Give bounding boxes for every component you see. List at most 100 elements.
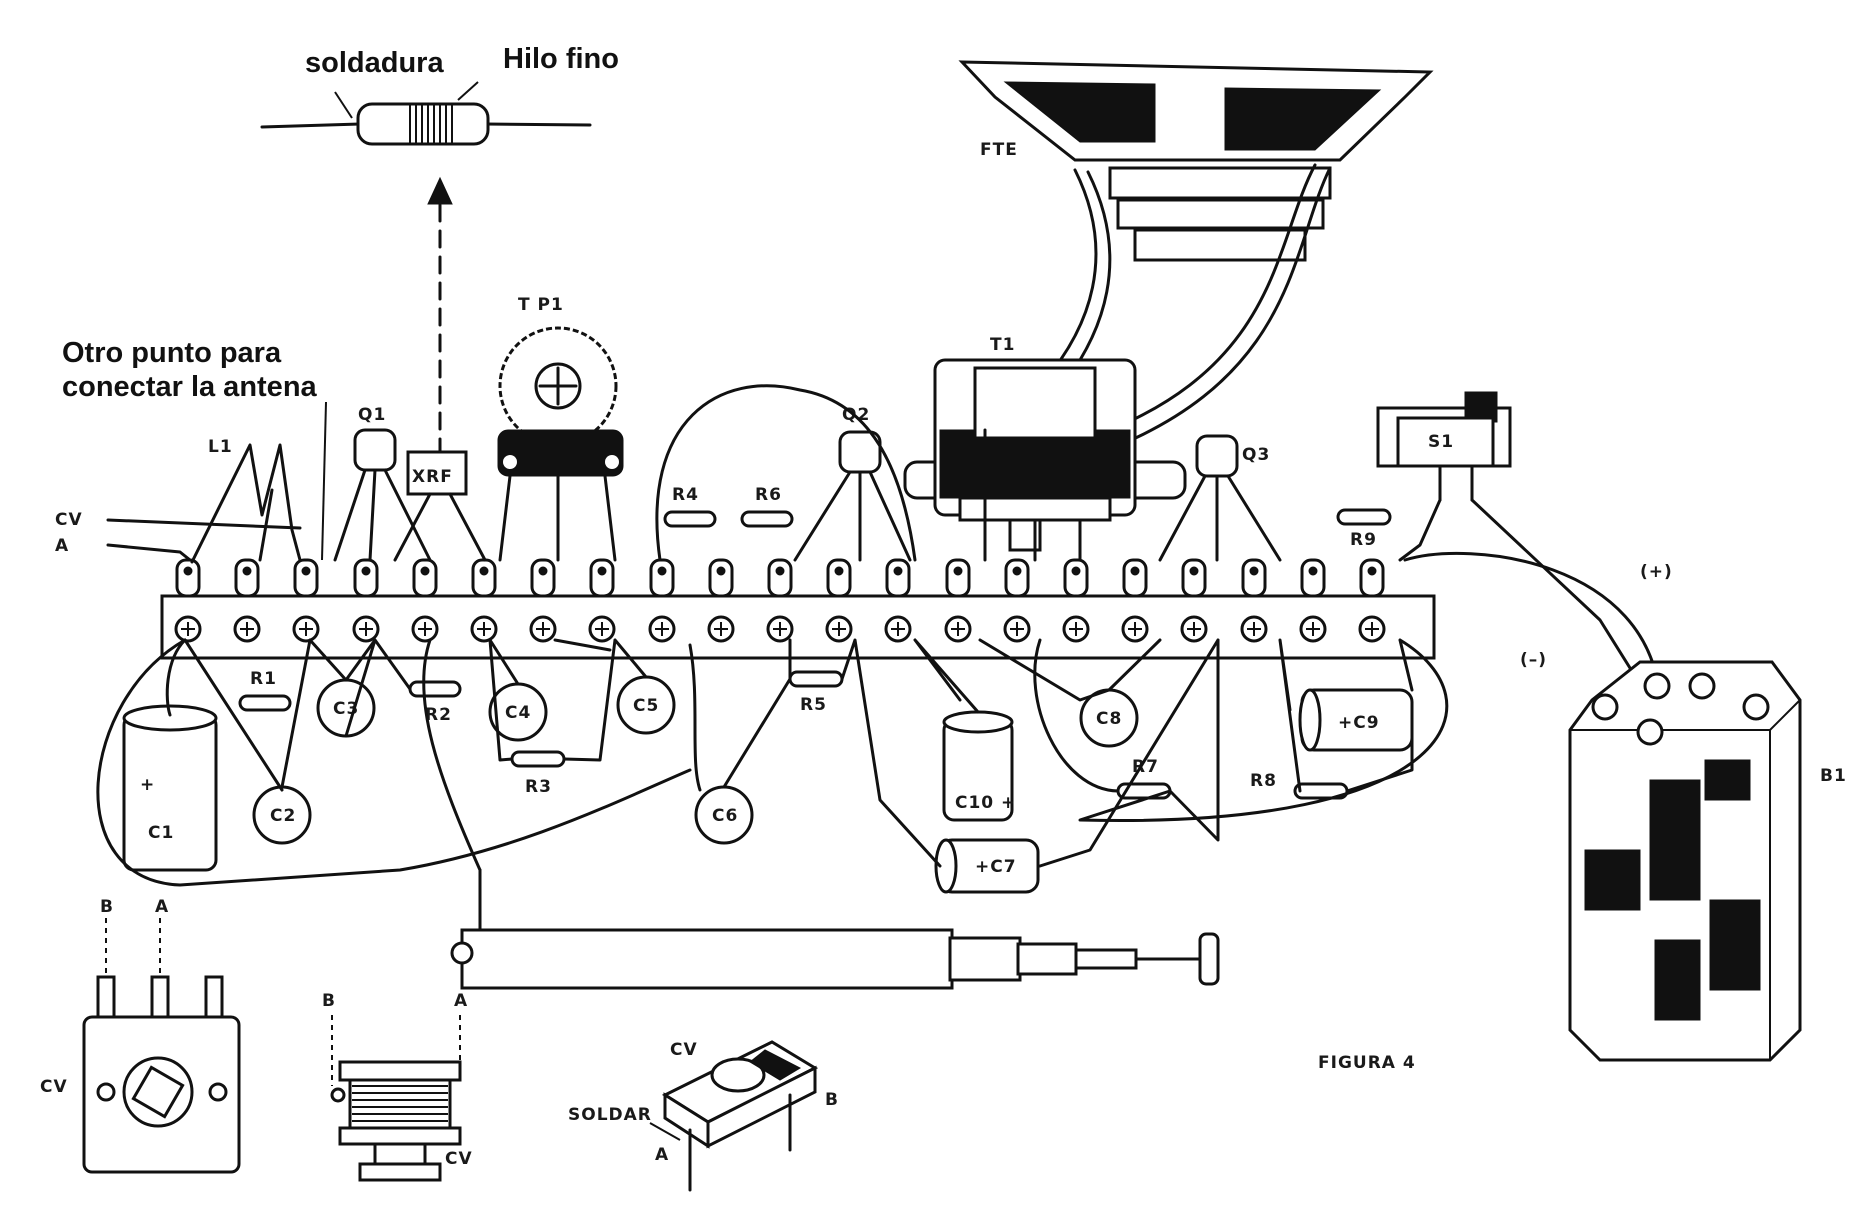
lug-hole <box>1130 566 1140 576</box>
s1-label: S1 <box>1428 432 1454 452</box>
capacitor-c9: +C9 <box>1298 688 1414 752</box>
coil-l1: L1 <box>190 437 302 564</box>
screw-slot <box>891 622 905 636</box>
solder-lug <box>649 558 675 598</box>
svg-text:A: A <box>655 1145 669 1165</box>
screw-slot <box>240 622 254 636</box>
speaker: FTE <box>958 60 1434 447</box>
capacitor-c6: C6 <box>694 785 754 845</box>
solder-note: soldadura <box>305 47 444 79</box>
svg-text:A: A <box>454 991 468 1011</box>
screw-slot <box>951 622 965 636</box>
lug-hole <box>1367 566 1377 576</box>
solder-lug <box>1063 558 1089 598</box>
svg-text:+: + <box>140 775 155 795</box>
trimmer-tp1: T P1 <box>497 295 624 562</box>
svg-text:A: A <box>55 536 69 556</box>
svg-text:(+): (+) <box>1640 562 1673 582</box>
solder-lug <box>885 558 911 598</box>
l1-label: L1 <box>208 437 233 457</box>
resistor-r1: R1 <box>238 669 292 712</box>
svg-text:Q3: Q3 <box>1242 445 1270 465</box>
solder-lug <box>708 558 734 598</box>
svg-text:R4: R4 <box>672 485 699 505</box>
capacitor-c4: C4 <box>488 682 548 742</box>
lug-hole <box>834 566 844 576</box>
screw-slot <box>359 622 373 636</box>
lug-hole <box>657 566 667 576</box>
resistor-r6: R6 <box>740 485 794 528</box>
q1-label: Q1 <box>358 405 386 425</box>
solder-lug <box>353 558 379 598</box>
screw-slot <box>714 622 728 636</box>
solder-pin-label: SOLDAR <box>568 1105 652 1125</box>
capacitor-c10: C10 + <box>942 710 1016 822</box>
svg-text:C10 +: C10 + <box>955 793 1016 813</box>
svg-text:B: B <box>322 991 336 1011</box>
telescopic-antenna <box>450 868 1220 990</box>
capacitor-c8: C8 <box>1079 688 1139 748</box>
resistor-r9: R9 <box>1336 508 1392 550</box>
screw-slot <box>181 622 195 636</box>
svg-text:B1: B1 <box>1820 766 1847 786</box>
lug-hole <box>183 566 193 576</box>
lug-hole <box>1012 566 1022 576</box>
capacitor-c1: + C1 <box>122 704 218 872</box>
lug-hole <box>953 566 963 576</box>
switch-s1: S1 <box>1376 391 1512 502</box>
solder-lug <box>1004 558 1030 598</box>
xrf-label: XRF <box>412 467 453 487</box>
solder-lug <box>293 558 319 598</box>
screw-slot <box>1247 622 1261 636</box>
transistor-q2: Q2 <box>793 405 912 562</box>
lug-hole <box>893 566 903 576</box>
screw-slot <box>832 622 846 636</box>
lug-hole <box>1249 566 1259 576</box>
lug-hole <box>775 566 785 576</box>
solder-lug <box>767 558 793 598</box>
t1-label: T1 <box>990 335 1015 355</box>
lug-hole <box>420 566 430 576</box>
lug-hole <box>1308 566 1318 576</box>
screw-slot <box>418 622 432 636</box>
solder-lug <box>589 558 615 598</box>
svg-text:R9: R9 <box>1350 530 1377 550</box>
solder-lug <box>530 558 556 598</box>
solder-lug <box>471 558 497 598</box>
solder-lug <box>175 558 201 598</box>
choke-detail: soldadura Hilo fino <box>260 43 619 457</box>
lug-hole <box>597 566 607 576</box>
screw-slot <box>536 622 550 636</box>
svg-text:C1: C1 <box>148 823 174 843</box>
fine-wire-note: Hilo fino <box>503 43 619 75</box>
transformer-t1: T1 <box>903 335 1187 562</box>
svg-text:CV: CV <box>55 510 83 530</box>
screw-slot <box>655 622 669 636</box>
solder-lug <box>234 558 260 598</box>
battery-wires: (+) (–) <box>1398 498 1673 702</box>
transistor-q3: Q3 <box>1158 434 1282 562</box>
svg-text:R1: R1 <box>250 669 277 689</box>
antenna-point-note: Otro punto para conectar la antena <box>62 337 327 561</box>
screw-slot <box>477 622 491 636</box>
svg-text:C6: C6 <box>712 806 738 826</box>
lug-hole <box>538 566 548 576</box>
svg-text:B: B <box>100 897 114 917</box>
tp1-label: T P1 <box>518 295 564 315</box>
svg-text:C4: C4 <box>505 703 531 723</box>
svg-text:conectar la antena: conectar la antena <box>62 371 318 403</box>
resistor-r4: R4 <box>663 485 717 528</box>
svg-text:C8: C8 <box>1096 709 1122 729</box>
solder-lug <box>1122 558 1148 598</box>
svg-text:A: A <box>155 897 169 917</box>
cv-side-view: B A CV <box>322 991 473 1182</box>
screw-slot <box>1187 622 1201 636</box>
resistor-r5: R5 <box>788 670 844 715</box>
screw-slot <box>1365 622 1379 636</box>
cv-perspective-view: CV B A SOLDAR <box>568 1040 838 1192</box>
svg-text:CV: CV <box>445 1149 473 1169</box>
arrow-up-icon <box>427 176 453 205</box>
solder-lug <box>1241 558 1267 598</box>
solder-lug <box>1181 558 1207 598</box>
